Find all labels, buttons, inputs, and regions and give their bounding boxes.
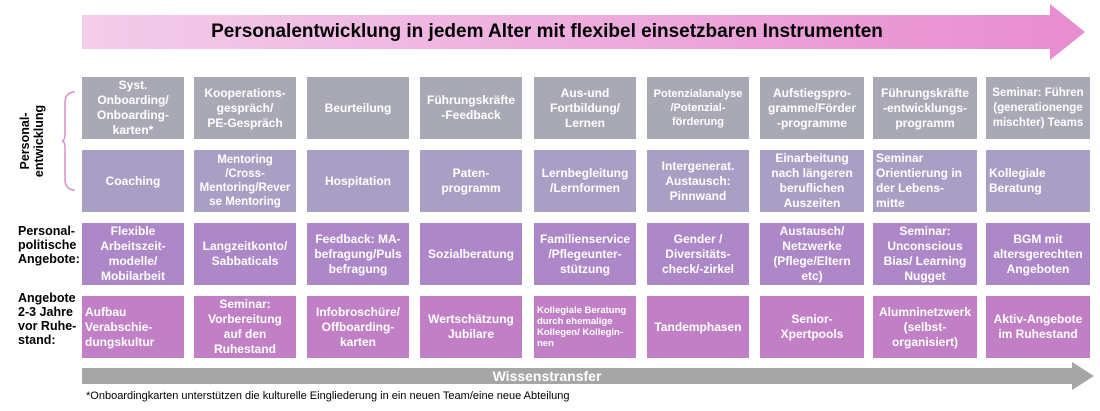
box-r0-c6: Aufstiegspro- gramme/Förder -programme <box>760 77 864 139</box>
box-r0-c0: Syst. Onboarding/ Onboarding- karten* <box>82 77 184 139</box>
box-r2-c0: Flexible Arbeitszeit- modelle/ Mobilarbe… <box>82 223 184 285</box>
box-r1-c2: Hospitation <box>307 150 409 212</box>
box-r2-c3: Sozialberatung <box>420 223 522 285</box>
box-r1-c3: Paten- programm <box>420 150 522 212</box>
box-r2-c4: Familienservice /Pflegeunter- stützung <box>534 223 636 285</box>
bracket-icon <box>62 91 76 191</box>
box-r3-c4: Kollegiale Beratung durch ehemalige Koll… <box>534 296 636 358</box>
title-arrow <box>82 4 1085 60</box>
box-r2-c8: BGM mit altersgerechten Angeboten <box>986 223 1090 285</box>
diagram-title: Personalentwicklung in jedem Alter mit f… <box>211 21 883 42</box>
box-r0-c5: Potenzialanalyse /Potenzial- förderung <box>647 77 749 139</box>
box-r0-c1: Kooperations- gespräch/ PE-Gespräch <box>194 77 296 139</box>
box-r0-c8: Seminar: Führen (generationenge mischter… <box>986 77 1090 139</box>
box-r2-c2: Feedback: MA- befragung/Puls befragung <box>307 223 409 285</box>
box-r2-c6: Austausch/ Netzwerke (Pflege/Eltern etc) <box>760 223 864 285</box>
box-r3-c2: Infobroschüre/ Offboarding- karten <box>307 296 409 358</box>
row-label-development-text: Personal- entwicklung <box>18 104 46 178</box>
box-r2-c1: Langzeitkonto/ Sabbaticals <box>194 223 296 285</box>
box-r3-c6: Senior- Xpertpools <box>760 296 864 358</box>
row-label-development: Personal- entwicklung <box>2 85 62 197</box>
box-r0-c7: Führungskräfte -entwicklungs- programm <box>873 77 977 139</box>
box-r0-c4: Aus-und Fortbildung/ Lernen <box>534 77 636 139</box>
box-r1-c1: Mentoring /Cross- Mentoring/Rever se Men… <box>194 150 296 212</box>
box-r0-c2: Beurteilung <box>307 77 409 139</box>
box-r2-c5: Gender / Diversitäts- check/-zirkel <box>647 223 749 285</box>
box-r3-c5: Tandemphasen <box>647 296 749 358</box>
knowledge-transfer-label: Wissenstransfer <box>492 368 602 384</box>
row-label-retirement: Angebote 2-3 Jahre vor Ruhe- stand: <box>18 291 77 347</box>
row-label-policy: Personal- politische Angebote: <box>18 224 80 266</box>
box-r2-c7: Seminar: Unconscious Bias/ Learning Nugg… <box>873 223 977 285</box>
box-r1-c7: Seminar Orientierung in der Lebens- mitt… <box>873 150 977 212</box>
knowledge-transfer-arrow <box>82 362 1094 390</box>
box-r3-c7: Alumninetzwerk (selbst- organisiert) <box>873 296 977 358</box>
box-r1-c0: Coaching <box>82 150 184 212</box>
box-r3-c8: Aktiv-Angebote im Ruhestand <box>986 296 1090 358</box>
box-r3-c1: Seminar: Vorbereitung auf den Ruhestand <box>194 296 296 358</box>
box-r1-c6: Einarbeitung nach längeren beruflichen A… <box>760 150 864 212</box>
box-r3-c0: Aufbau Verabschie- dungskultur <box>82 296 184 358</box>
box-r1-c4: Lernbegleitung /Lernformen <box>534 150 636 212</box>
box-r3-c3: Wertschätzung Jubilare <box>420 296 522 358</box>
box-r0-c3: Führungskräfte -Feedback <box>420 77 522 139</box>
box-r1-c5: Intergenerat. Austausch: Pinnwand <box>647 150 749 212</box>
box-r1-c8: Kollegiale Beratung <box>986 150 1090 212</box>
footnote: *Onboardingkarten unterstützen die kultu… <box>86 390 570 402</box>
